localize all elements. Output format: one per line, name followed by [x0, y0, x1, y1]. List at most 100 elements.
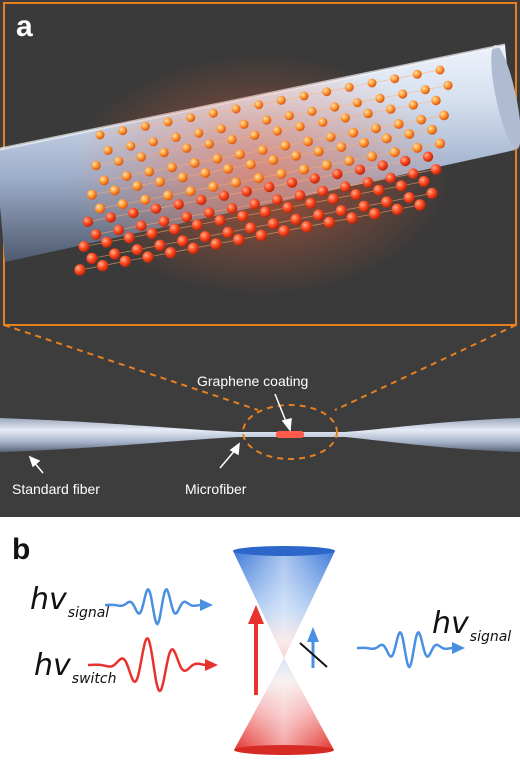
graphene-atom [408, 168, 419, 179]
hv-signal-input-label: hvsignal [30, 582, 109, 621]
graphene-atom [439, 110, 449, 121]
graphene-atom [414, 199, 426, 211]
graphene-atom [435, 65, 445, 75]
graphene-atom [118, 126, 128, 136]
graphene-atom [420, 85, 430, 95]
graphene-atom [294, 190, 306, 201]
graphene-coating-marker [276, 431, 304, 438]
graphene-atom [101, 236, 113, 248]
graphene-atom [159, 147, 169, 158]
signal-out-wave-icon [357, 631, 453, 669]
graphene-atom [412, 142, 423, 153]
graphene-atom [250, 130, 260, 140]
graphene-atom [298, 164, 310, 175]
graphene-atom [200, 168, 211, 178]
graphene-atom [257, 145, 268, 155]
graphene-atom [99, 175, 109, 186]
graphene-atom [259, 206, 271, 218]
graphene-atom [272, 194, 283, 205]
graphene-atom [90, 229, 102, 240]
signal-in-arrowhead-icon [200, 599, 213, 611]
graphene-atom [255, 229, 267, 241]
graphene-atom [233, 234, 245, 246]
graphene-atom [400, 155, 411, 167]
graphene-atom [226, 203, 238, 214]
graphene-atom [241, 186, 252, 197]
graphene-atom [78, 241, 90, 252]
graphene-atom [381, 133, 392, 144]
graphene-atom [95, 130, 105, 140]
graphene-atom [114, 156, 124, 166]
graphene-atom [290, 213, 302, 225]
graphene-atom [309, 173, 320, 184]
graphene-atom [398, 89, 408, 99]
graphene-atom [348, 127, 359, 138]
graphene-atom [82, 216, 94, 227]
graphene-atom [204, 139, 214, 149]
hv-switch-main: hv [34, 648, 71, 683]
graphene-atom [212, 153, 223, 164]
graphene-atom [199, 231, 211, 243]
graphene-atom [276, 95, 286, 105]
graphene-atom [189, 158, 200, 168]
graphene-atom [393, 119, 404, 129]
graphene-atom [426, 187, 438, 199]
graphene-atom [381, 196, 393, 208]
hv-switch-sub: switch [71, 671, 117, 687]
graphene-atom [264, 181, 275, 193]
graphene-atom [430, 164, 442, 175]
graphene-atom [109, 248, 121, 260]
hv-signal-output-main: hv [432, 606, 469, 641]
graphene-atom [126, 141, 136, 151]
graphene-atom [330, 102, 340, 112]
graphene-atom [317, 185, 329, 197]
graphene-atom [181, 211, 192, 223]
graphene-atom [299, 91, 309, 101]
graphene-atom [97, 260, 109, 272]
microfiber-label: Microfiber [185, 481, 247, 497]
graphene-atom [350, 189, 362, 200]
graphene-atom [391, 203, 403, 215]
graphene-atom [144, 166, 155, 177]
graphene-atom [272, 126, 282, 136]
graphene-lattice-icon [74, 65, 453, 276]
graphene-atom [210, 238, 222, 250]
hv-switch-label: hvswitch [34, 648, 116, 687]
tapered-fiber [0, 418, 520, 452]
graphene-atom [173, 199, 184, 210]
graphene-atom [327, 193, 339, 205]
graphene-atom [230, 177, 242, 188]
graphene-atom [128, 207, 139, 219]
graphene-atom [191, 219, 203, 231]
graphene-atom [443, 80, 453, 90]
graphene-atom [148, 137, 158, 147]
graphene-atom [231, 104, 241, 114]
graphene-atom [121, 171, 132, 181]
graphene-atom [301, 221, 313, 233]
hv-signal-input-sub: signal [67, 605, 110, 621]
panel-a-letter: a [16, 10, 33, 43]
graphene-atom [167, 162, 177, 173]
graphene-atom [340, 181, 351, 192]
graphene-atom [303, 136, 313, 147]
graphene-atom [386, 104, 396, 114]
graphene-atom [123, 232, 135, 244]
graphene-atom [254, 100, 264, 110]
hv-signal-output-label: hvsignal [432, 606, 511, 645]
graphene-atom [371, 123, 381, 134]
graphene-atom [318, 117, 328, 127]
graphene-atom [182, 143, 192, 153]
graphene-atom [431, 95, 441, 106]
graphene-atom [418, 176, 430, 187]
graphene-atom [416, 114, 427, 125]
graphene-atom [187, 242, 199, 254]
graphene-atom [267, 218, 279, 230]
graphene-atom [86, 252, 98, 264]
graphene-atom [291, 150, 301, 161]
zoom-box [0, 2, 520, 326]
graphene-atom [278, 225, 290, 237]
graphene-arrow-icon [274, 393, 292, 432]
graphene-atom [94, 203, 106, 214]
graphene-atom [131, 244, 143, 256]
